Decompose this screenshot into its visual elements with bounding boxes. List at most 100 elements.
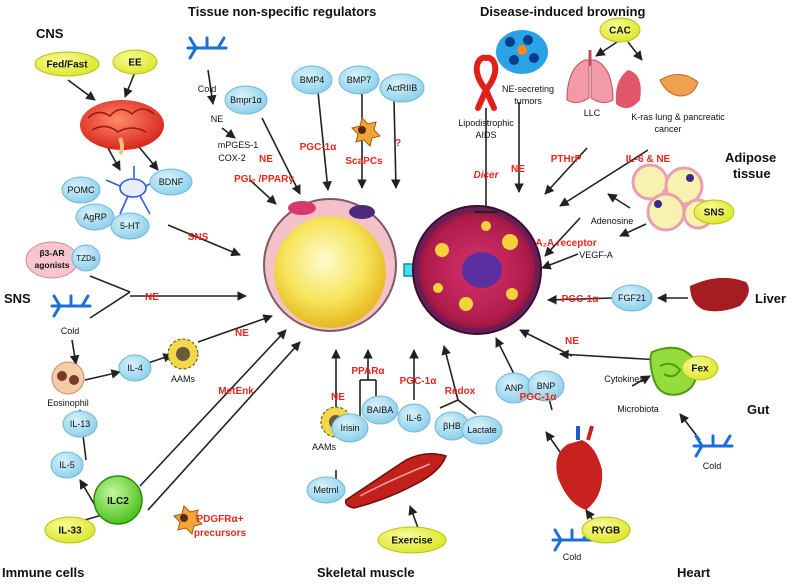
red-ne-muscle: NE — [331, 392, 345, 403]
blue-node-shape — [118, 354, 152, 382]
title-cns: CNS — [36, 26, 64, 41]
tumor-cells-icon — [496, 30, 548, 74]
title-immune-cells: Immune cells — [2, 565, 84, 580]
label-aams-immune: AAMs — [171, 374, 196, 384]
label-vegfa: VEGF-A — [579, 250, 613, 260]
red-il6-ne: IL-6 & NE — [626, 154, 671, 165]
red-dicer: Dicer — [473, 170, 499, 181]
yellow-node-ee: EE — [112, 49, 158, 75]
beige-adipocyte — [412, 205, 542, 335]
red-sns-cns: SNS — [188, 232, 209, 243]
blue-node-label: BNP — [537, 381, 556, 391]
blue-node-shape — [291, 65, 333, 95]
label-cox2: COX-2 — [218, 153, 246, 163]
red-pgc1a-heart: PGC-1α — [520, 392, 558, 403]
label-microbiota: Microbiota — [617, 404, 659, 414]
blue-node-shape — [611, 284, 653, 312]
blue-node-shape — [461, 415, 503, 445]
blue-node-shape — [71, 244, 101, 272]
label-cytokines: Cytokines — [604, 374, 644, 384]
blue-node-shape — [306, 476, 346, 504]
aams-macrophage-icon-immune — [167, 338, 199, 370]
intestine-icon — [649, 346, 698, 396]
red-ne-gut: NE — [565, 336, 579, 347]
yellow-node-label: RYGB — [592, 526, 621, 537]
red-metenk: MetEnk — [218, 386, 254, 397]
yellow-node-shape — [681, 355, 719, 381]
yellow-node-rygb: RYGB — [581, 516, 631, 544]
yellow-node-exercise: Exercise — [377, 526, 447, 554]
red-scapcs: ScaPCs — [345, 156, 383, 167]
label-cancer: cancer — [654, 124, 681, 134]
blue-node-shape — [149, 168, 193, 196]
cold-snowflake-icon-sns — [50, 294, 92, 318]
ilc2-label: ILC2 — [107, 496, 129, 507]
blue-node-label: BAIBA — [367, 405, 394, 415]
blue-node-label: AgRP — [83, 212, 107, 222]
label-llc: LLC — [584, 108, 601, 118]
heart-organ-icon — [556, 425, 603, 510]
blue-node-label: IL-6 — [406, 413, 422, 423]
yellow-node-shape — [112, 49, 158, 75]
yellow-node-shape — [581, 516, 631, 544]
pink-node-label: β3-AR — [39, 248, 64, 258]
liver-icon — [690, 277, 749, 312]
blue-node-bmp4: BMP4 — [291, 65, 333, 95]
red-a2a-receptor: A₂A receptor — [535, 238, 596, 249]
red-ne-tissue: NE — [259, 154, 273, 165]
red-redox: Redox — [445, 386, 476, 397]
title-liver: Liver — [755, 291, 786, 306]
blue-node-agrp: AgRP — [75, 203, 115, 231]
yellow-node-label: Fex — [691, 364, 709, 375]
blue-node-label: βHB — [443, 421, 461, 431]
label-aams-muscle: AAMs — [312, 442, 337, 452]
title-adipose-tissue: tissue — [733, 166, 771, 181]
blue-node-label: FGF21 — [618, 293, 646, 303]
title-disease-browning: Disease-induced browning — [480, 4, 645, 19]
red-ne-tumor: NE — [511, 164, 525, 175]
scapcs-cell-icon — [351, 117, 381, 147]
blue-node-label: ActRIIB — [387, 83, 418, 93]
blue-node-label: IL-13 — [70, 419, 91, 429]
blue-node-shape — [110, 212, 150, 240]
blue-node-bmp7: BMP7 — [338, 65, 380, 95]
label-ne-tissue: NE — [211, 114, 224, 124]
label-cold-sns: Cold — [61, 326, 80, 336]
label-cold-heart: Cold — [563, 552, 582, 562]
yellow-node-cac: CAC — [599, 17, 641, 43]
red-ne-immune: NE — [235, 328, 249, 339]
label-tumors: tumors — [514, 96, 542, 106]
blue-node-label: Irisin — [340, 423, 359, 433]
ilc2-cell-node: ILC2 — [93, 475, 143, 525]
blue-node-il6: IL-6 — [397, 403, 431, 433]
blue-node-shape — [338, 65, 380, 95]
neuron-icon — [105, 166, 165, 215]
blue-node-irisin: Irisin — [331, 413, 369, 443]
blue-node-label: 5-HT — [120, 221, 141, 231]
red-pdgfr-alpha: PDGFRα+ — [197, 514, 244, 525]
red-pgc1a-tissue: PGC-1α — [300, 142, 338, 153]
blue-node-ht5: 5-HT — [110, 212, 150, 240]
blue-node-actriib: ActRIIB — [379, 73, 425, 103]
yellow-node-fex: Fex — [681, 355, 719, 381]
label-cold-tissue: Cold — [198, 84, 217, 94]
blue-node-il5: IL-5 — [50, 451, 84, 479]
yellow-node-il33: IL-33 — [44, 516, 96, 544]
label-eosinophil: Eosinophil — [47, 398, 89, 408]
blue-node-fgf21: FGF21 — [611, 284, 653, 312]
blue-node-shape — [61, 176, 101, 204]
yellow-node-shape — [34, 51, 100, 77]
blue-node-shape — [397, 403, 431, 433]
blue-node-shape — [527, 370, 565, 402]
yellow-node-label: CAC — [609, 26, 631, 37]
red-mediator-labels: NE PGC-1α ScaPCs ? PGI₂ /PPARγ Dicer NE … — [145, 138, 671, 539]
blue-node-label: Bmpr1α — [230, 95, 262, 105]
cold-snowflake-icon-tissue — [186, 36, 228, 60]
blue-node-label: IL-4 — [127, 363, 143, 373]
blue-node-shape — [379, 73, 425, 103]
blue-node-metrnl: Metrnl — [306, 476, 346, 504]
title-skeletal-muscle: Skeletal muscle — [317, 565, 415, 580]
blue-node-label: Metrnl — [313, 485, 338, 495]
yellow-node-shape — [693, 199, 735, 225]
